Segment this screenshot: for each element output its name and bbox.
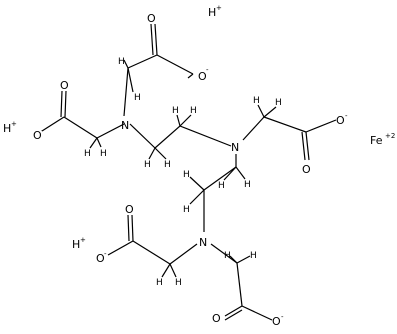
hydrogen-atom: H [172, 106, 179, 116]
oxygen-atom: O [147, 12, 156, 25]
oxygen-atom: O [96, 252, 105, 265]
oxygen-atom: O [336, 114, 345, 127]
nitrogen-atom-center: N [231, 141, 239, 154]
iron-ion-charge: +2 [385, 132, 395, 140]
positive-charge: + [11, 120, 17, 128]
atom-labels: N N N O O O O O O O O O O - - - - - H H … [3, 4, 395, 328]
hydrogen-atom: H [253, 96, 260, 106]
proton-label: H [208, 6, 216, 19]
oxygen-atom: O [272, 315, 281, 328]
iron-ion-label: Fe [370, 134, 383, 147]
hydrogen-atom: H [183, 170, 190, 180]
hydrogen-atom: H [244, 180, 251, 190]
oxygen-atom: O [60, 79, 69, 92]
hydrogen-atom: H [183, 205, 190, 215]
hydrogen-atom: H [144, 160, 151, 170]
proton-label: H [3, 122, 11, 135]
negative-charge: - [41, 127, 44, 135]
hydrogen-atom: H [175, 278, 182, 288]
negative-charge: - [104, 250, 107, 258]
bond-lines [41, 23, 337, 321]
oxygen-atom: O [212, 312, 221, 325]
hydrogen-atom: H [164, 160, 171, 170]
positive-charge: + [80, 236, 86, 244]
hydrogen-atom: H [224, 251, 231, 261]
negative-charge: - [281, 313, 284, 321]
nitrogen-atom-bottom: N [199, 236, 207, 249]
negative-charge: - [345, 112, 348, 120]
oxygen-atom: O [198, 70, 207, 83]
hydrogen-atom: H [275, 98, 282, 108]
hydrogen-atom: H [250, 251, 257, 261]
oxygen-atom: O [302, 163, 311, 176]
hydrogen-atom: H [156, 278, 163, 288]
hydrogen-atom: H [134, 93, 141, 103]
hydrogen-atom: H [190, 106, 197, 116]
proton-label: H [72, 238, 80, 251]
negative-charge: - [206, 66, 209, 74]
hydrogen-atom: H [118, 57, 125, 67]
hydrogen-atom: H [100, 149, 107, 159]
positive-charge: + [216, 4, 222, 12]
oxygen-atom: O [125, 203, 134, 216]
hydrogen-atom: H [84, 149, 91, 159]
nitrogen-atom-left: N [121, 119, 129, 132]
hydrogen-atom: H [218, 181, 225, 191]
oxygen-atom: O [33, 129, 42, 142]
